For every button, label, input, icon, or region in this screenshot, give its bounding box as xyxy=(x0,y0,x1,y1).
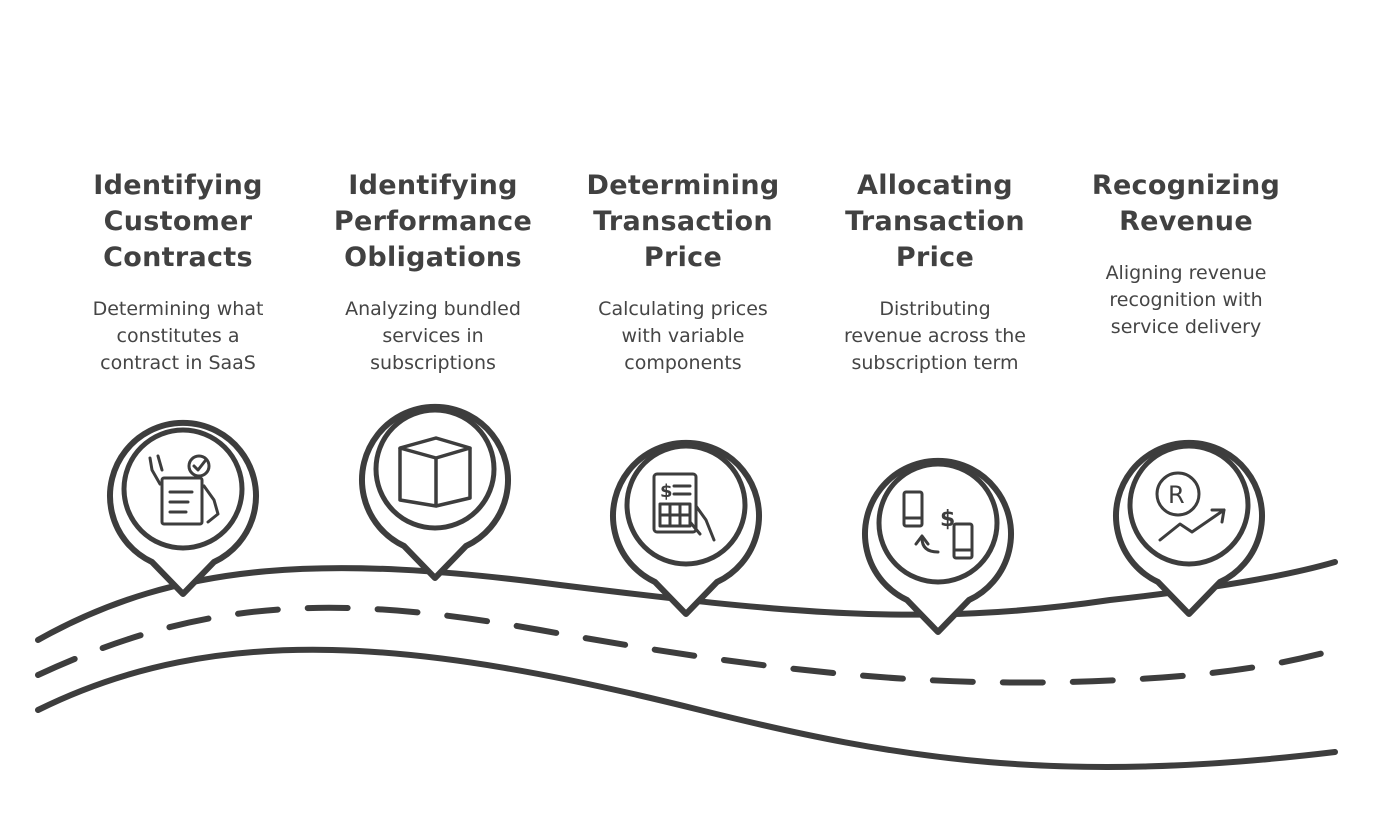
desc-line: with variable xyxy=(621,325,745,347)
title-line: Price xyxy=(895,242,975,273)
desc-line: services in xyxy=(382,325,484,347)
desc-line: Calculating prices xyxy=(598,298,768,320)
step-identifying-performance-obligations: Identifying Performance Obligations Anal… xyxy=(313,168,553,377)
step-recognizing-revenue: Recognizing Revenue Aligning revenue rec… xyxy=(1066,168,1306,341)
desc-line: contract in SaaS xyxy=(100,352,256,374)
desc-line: subscriptions xyxy=(370,352,496,374)
title-line: Transaction xyxy=(845,206,1025,237)
title-line: Allocating xyxy=(857,170,1013,201)
pin-3: $ xyxy=(610,439,762,617)
svg-text:R: R xyxy=(1168,481,1185,509)
pin-5: R xyxy=(1113,439,1265,617)
road-center-dashes xyxy=(35,604,1338,686)
revenue-growth-icon: R xyxy=(1155,471,1226,542)
step-description: Aligning revenue recognition with servic… xyxy=(1066,260,1306,341)
desc-line: recognition with xyxy=(1109,289,1263,311)
title-line: Price xyxy=(643,242,723,273)
desc-line: Determining what xyxy=(92,298,264,320)
pin-1 xyxy=(107,419,259,597)
step-title: Recognizing Revenue xyxy=(1066,168,1306,240)
step-allocating-transaction-price: Allocating Transaction Price Distributin… xyxy=(815,168,1055,377)
desc-line: Distributing xyxy=(879,298,991,320)
title-line: Identifying xyxy=(93,170,263,201)
step-identifying-customer-contracts: Identifying Customer Contracts Determini… xyxy=(58,168,298,377)
road-bottom-edge xyxy=(35,646,1338,770)
step-description: Analyzing bundled services in subscripti… xyxy=(313,296,553,377)
step-description: Determining what constitutes a contract … xyxy=(58,296,298,377)
title-line: Recognizing xyxy=(1091,170,1281,201)
desc-line: service delivery xyxy=(1110,316,1262,338)
desc-line: Analyzing bundled xyxy=(345,298,521,320)
box-icon xyxy=(398,436,472,508)
pin-2 xyxy=(359,403,511,581)
step-description: Distributing revenue across the subscrip… xyxy=(815,296,1055,377)
title-line: Obligations xyxy=(344,242,522,273)
title-line: Performance xyxy=(333,206,533,237)
calculator-icon: $ xyxy=(652,472,716,542)
pin-4: $ xyxy=(862,457,1014,635)
desc-line: components xyxy=(624,352,742,374)
title-line: Customer xyxy=(103,206,253,237)
title-line: Contracts xyxy=(103,242,253,273)
desc-line: constitutes a xyxy=(116,325,240,347)
step-title: Allocating Transaction Price xyxy=(815,168,1055,276)
svg-text:$: $ xyxy=(940,507,955,532)
step-determining-transaction-price: Determining Transaction Price Calculatin… xyxy=(563,168,803,377)
title-line: Revenue xyxy=(1119,206,1253,237)
desc-line: revenue across the xyxy=(844,325,1026,347)
contract-check-icon xyxy=(148,454,220,526)
step-title: Identifying Performance Obligations xyxy=(313,168,553,276)
svg-text:$: $ xyxy=(660,481,673,502)
step-description: Calculating prices with variable compone… xyxy=(563,296,803,377)
money-transfer-icon: $ xyxy=(902,490,974,560)
desc-line: Aligning revenue xyxy=(1105,262,1267,284)
step-title: Identifying Customer Contracts xyxy=(58,168,298,276)
title-line: Transaction xyxy=(593,206,773,237)
title-line: Identifying xyxy=(348,170,518,201)
desc-line: subscription term xyxy=(851,352,1019,374)
title-line: Determining xyxy=(586,170,780,201)
step-title: Determining Transaction Price xyxy=(563,168,803,276)
